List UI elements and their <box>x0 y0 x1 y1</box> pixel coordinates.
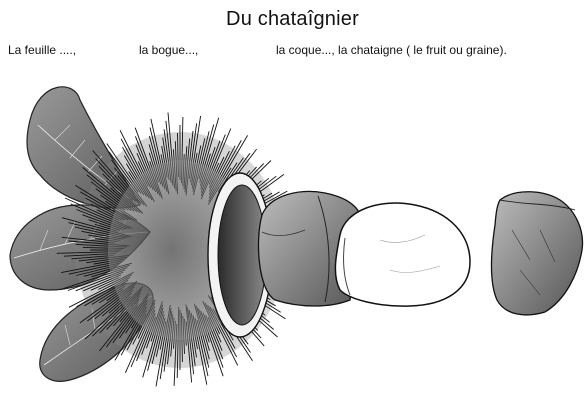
shell-piece-drawing <box>491 192 582 315</box>
caption-shell-and-nut: la coque..., la chataigne ( le fruit ou … <box>276 43 507 57</box>
page-title: Du chataîgnier <box>0 8 585 31</box>
chestnut-drawing <box>335 203 470 306</box>
caption-leaf: La feuille ...., <box>8 43 76 57</box>
chestnut-illustration <box>0 62 585 419</box>
caption-burr: la bogue..., <box>139 43 198 57</box>
